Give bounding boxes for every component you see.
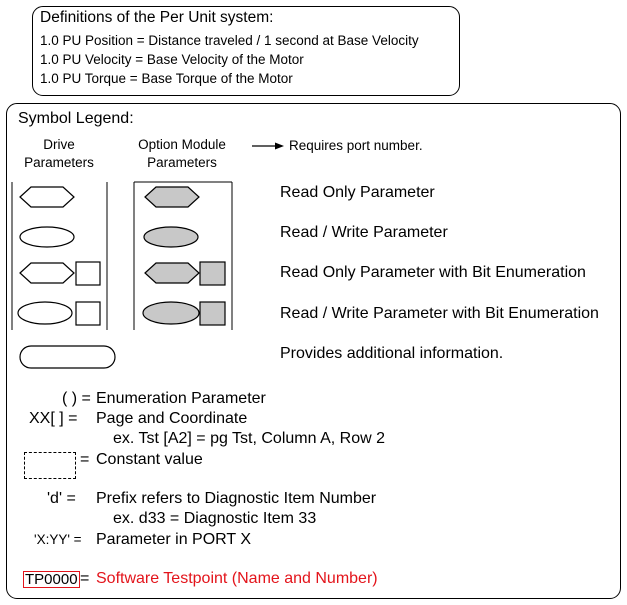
square-icon	[199, 261, 226, 286]
option-header-line2: Parameters	[147, 155, 217, 170]
hexagon-icon	[144, 262, 200, 284]
ellipse-icon	[19, 226, 75, 248]
option-header-line1: Option Module	[138, 137, 226, 152]
legend-box	[6, 103, 621, 599]
diag-symbol: 'd' =	[47, 490, 76, 507]
page-symbol: XX[ ] =	[29, 410, 78, 427]
page-text: Page and Coordinate	[96, 410, 248, 427]
symbol-label-read-only-bit: Read Only Parameter with Bit Enumeration	[280, 264, 586, 281]
pill-icon	[19, 345, 116, 369]
square-icon	[199, 301, 226, 326]
drive-header: Drive Parameters	[18, 137, 100, 171]
symbol-label-read-only: Read Only Parameter	[280, 184, 435, 201]
symbol-label-read-write-bit: Read / Write Parameter with Bit Enumerat…	[280, 305, 599, 322]
definitions-title: Definitions of the Per Unit system:	[40, 9, 274, 26]
legend-title: Symbol Legend:	[18, 110, 134, 127]
enum-symbol: ( ) =	[62, 390, 91, 407]
drive-header-line2: Parameters	[24, 155, 94, 170]
square-icon	[75, 261, 101, 286]
constant-symbol: =	[80, 451, 90, 468]
testpoint-badge: TP0000	[23, 571, 80, 588]
ellipse-icon	[142, 301, 200, 325]
port-note: Requires port number.	[289, 138, 423, 153]
testpoint-eq: =	[80, 570, 90, 587]
page-example: ex. Tst [A2] = pg Tst, Column A, Row 2	[113, 430, 385, 447]
enum-text: Enumeration Parameter	[96, 390, 266, 407]
hexagon-icon	[144, 186, 200, 208]
ellipse-icon	[17, 301, 73, 325]
diag-text: Prefix refers to Diagnostic Item Number	[96, 490, 377, 507]
port-text: Parameter in PORT X	[96, 531, 252, 548]
ellipse-icon	[143, 226, 199, 248]
drive-header-line1: Drive	[43, 137, 75, 152]
definition-torque: 1.0 PU Torque = Base Torque of the Motor	[40, 71, 293, 86]
additional-info-label: Provides additional information.	[280, 345, 504, 362]
hexagon-icon	[19, 262, 75, 284]
constant-text: Constant value	[96, 451, 203, 468]
square-icon	[75, 301, 101, 326]
constant-value-box	[24, 452, 76, 479]
testpoint-text: Software Testpoint (Name and Number)	[96, 570, 378, 587]
port-symbol: 'X:YY' =	[34, 532, 82, 547]
definition-position: 1.0 PU Position = Distance traveled / 1 …	[40, 33, 419, 48]
definitions-box	[32, 6, 460, 96]
symbol-label-read-write: Read / Write Parameter	[280, 224, 448, 241]
hexagon-icon	[19, 186, 75, 208]
definition-velocity: 1.0 PU Velocity = Base Velocity of the M…	[40, 52, 304, 67]
option-header: Option Module Parameters	[126, 137, 238, 171]
diag-example: ex. d33 = Diagnostic Item 33	[113, 510, 317, 527]
arrow-right-icon	[252, 142, 284, 150]
